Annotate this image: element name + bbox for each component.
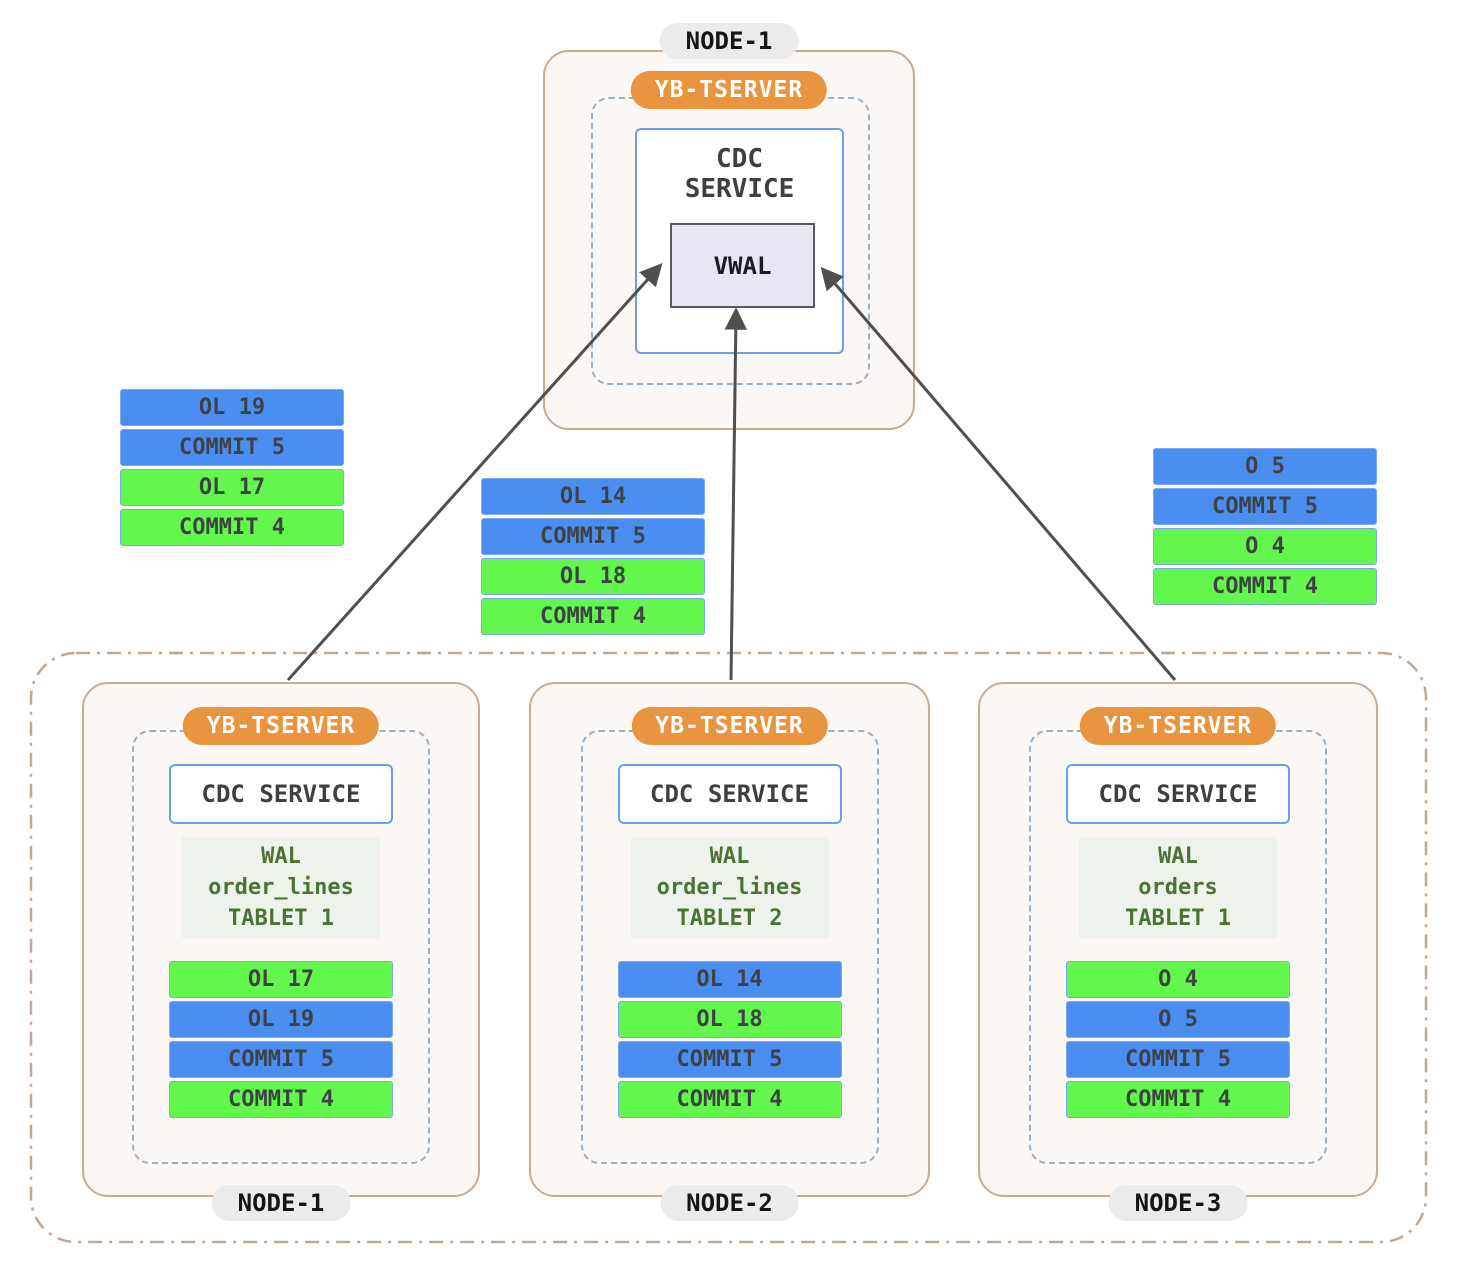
- wal-record: OL 19: [120, 389, 344, 426]
- wal-record: OL 17: [120, 469, 344, 506]
- top-cdc-service-label-line1: CDC: [716, 144, 763, 174]
- top-cdc-service-box: CDC SERVICE VWAL: [635, 128, 844, 354]
- floating-stack-right: O 5 COMMIT 5 O 4 COMMIT 4: [1153, 448, 1377, 605]
- node2-wal-tablet-box: WAL order_lines TABLET 2: [630, 837, 829, 938]
- node1-wal-records-stack: OL 17 OL 19 COMMIT 5 COMMIT 4: [169, 961, 393, 1118]
- wal-record: OL 19: [169, 1001, 393, 1038]
- top-node-box: NODE-1 YB-TSERVER CDC SERVICE VWAL: [543, 23, 915, 430]
- node1-wal-line2: order_lines: [208, 875, 354, 900]
- bottom-node-2-box: YB-TSERVER CDC SERVICE WAL order_lines T…: [529, 682, 930, 1221]
- node2-wal-line1: WAL: [709, 844, 750, 869]
- wal-record: COMMIT 5: [1153, 488, 1377, 525]
- node1-label: NODE-1: [237, 1189, 325, 1217]
- wal-record: OL 14: [617, 961, 842, 998]
- node1-wal-line1: WAL: [261, 844, 301, 869]
- node3-wal-records-stack: O 4 O 5 COMMIT 5 COMMIT 4: [1066, 961, 1290, 1118]
- floating-stack-left: OL 19 COMMIT 5 OL 17 COMMIT 4: [120, 389, 344, 546]
- node2-cdc-service-label: CDC SERVICE: [650, 780, 809, 808]
- node2-wal-line3: TABLET 2: [676, 906, 783, 931]
- wal-record: COMMIT 5: [481, 518, 705, 555]
- node2-cdc-service-box: CDC SERVICE: [617, 764, 842, 824]
- node2-tserver-label: YB-TSERVER: [655, 713, 804, 739]
- wal-record: OL 18: [617, 1001, 842, 1038]
- wal-record: OL 17: [169, 961, 393, 998]
- node2-wal-records-stack: OL 14 OL 18 COMMIT 5 COMMIT 4: [617, 961, 842, 1118]
- wal-record: COMMIT 4: [169, 1081, 393, 1118]
- node1-cdc-service-label: CDC SERVICE: [201, 780, 361, 808]
- node3-tserver-pill: YB-TSERVER: [1079, 707, 1277, 745]
- wal-record: COMMIT 4: [1153, 568, 1377, 605]
- node3-tserver-label: YB-TSERVER: [1103, 713, 1253, 739]
- node3-label: NODE-3: [1134, 1189, 1222, 1217]
- node2-wal-line2: order_lines: [656, 875, 803, 900]
- wal-record: COMMIT 5: [617, 1041, 842, 1078]
- wal-record: COMMIT 5: [1066, 1041, 1290, 1078]
- node3-cdc-service-label: CDC SERVICE: [1098, 780, 1258, 808]
- node3-cdc-service-box: CDC SERVICE: [1066, 764, 1290, 824]
- wal-record: OL 14: [481, 478, 705, 515]
- wal-record: COMMIT 4: [617, 1081, 842, 1118]
- top-tserver-pill: YB-TSERVER: [630, 71, 828, 109]
- node2-label: NODE-2: [686, 1189, 773, 1217]
- node3-wal-line1: WAL: [1158, 844, 1198, 869]
- top-tserver-label: YB-TSERVER: [654, 77, 804, 103]
- node3-label-pill: NODE-3: [1108, 1185, 1248, 1221]
- wal-record: O 4: [1066, 961, 1290, 998]
- top-node-label: NODE-1: [685, 27, 773, 55]
- vwal-label: VWAL: [713, 251, 772, 280]
- wal-record: COMMIT 5: [120, 429, 344, 466]
- wal-record: COMMIT 4: [481, 598, 705, 635]
- top-node-label-pill: NODE-1: [659, 23, 799, 59]
- wal-record: OL 18: [481, 558, 705, 595]
- node3-wal-tablet-box: WAL orders TABLET 1: [1079, 837, 1277, 938]
- node1-wal-line3: TABLET 1: [228, 906, 334, 931]
- wal-record: O 4: [1153, 528, 1377, 565]
- bottom-node-1-box: YB-TSERVER CDC SERVICE WAL order_lines T…: [82, 682, 480, 1221]
- top-cdc-service-label-line2: SERVICE: [684, 174, 795, 204]
- node1-wal-tablet-box: WAL order_lines TABLET 1: [182, 837, 380, 938]
- wal-record: O 5: [1153, 448, 1377, 485]
- wal-record: COMMIT 5: [169, 1041, 393, 1078]
- wal-record: COMMIT 4: [120, 509, 344, 546]
- wal-record: COMMIT 4: [1066, 1081, 1290, 1118]
- vwal-box: VWAL: [670, 223, 815, 308]
- node1-cdc-service-box: CDC SERVICE: [169, 764, 393, 824]
- floating-stack-middle: OL 14 COMMIT 5 OL 18 COMMIT 4: [481, 478, 705, 635]
- wal-record: O 5: [1066, 1001, 1290, 1038]
- bottom-node-3-box: YB-TSERVER CDC SERVICE WAL orders TABLET…: [978, 682, 1378, 1221]
- node1-tserver-pill: YB-TSERVER: [182, 707, 380, 745]
- node2-tserver-pill: YB-TSERVER: [631, 707, 828, 745]
- node2-label-pill: NODE-2: [660, 1185, 799, 1221]
- node3-wal-line2: orders: [1138, 875, 1218, 900]
- node1-label-pill: NODE-1: [211, 1185, 351, 1221]
- node1-tserver-label: YB-TSERVER: [206, 713, 356, 739]
- node3-wal-line3: TABLET 1: [1125, 906, 1231, 931]
